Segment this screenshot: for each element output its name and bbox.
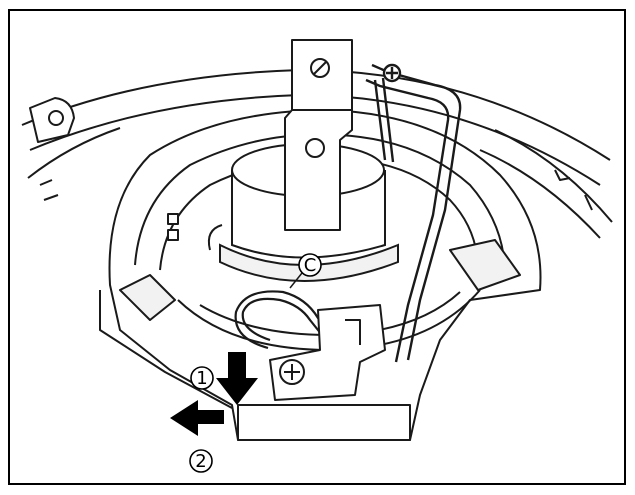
retaining-spring [365, 63, 462, 363]
bracket [269, 304, 386, 401]
svg-text:2: 2 [195, 451, 206, 472]
terminal-blade [284, 39, 353, 231]
callout-part-c: C [298, 253, 322, 277]
arrow-down-icon [216, 352, 258, 405]
arrow-left-icon [170, 400, 224, 436]
svg-text:C: C [304, 255, 317, 276]
callout-step-2: 2 [189, 449, 213, 473]
callout-step-1: 1 [190, 366, 214, 390]
svg-text:1: 1 [196, 368, 207, 389]
lamp-housing [21, 69, 613, 239]
